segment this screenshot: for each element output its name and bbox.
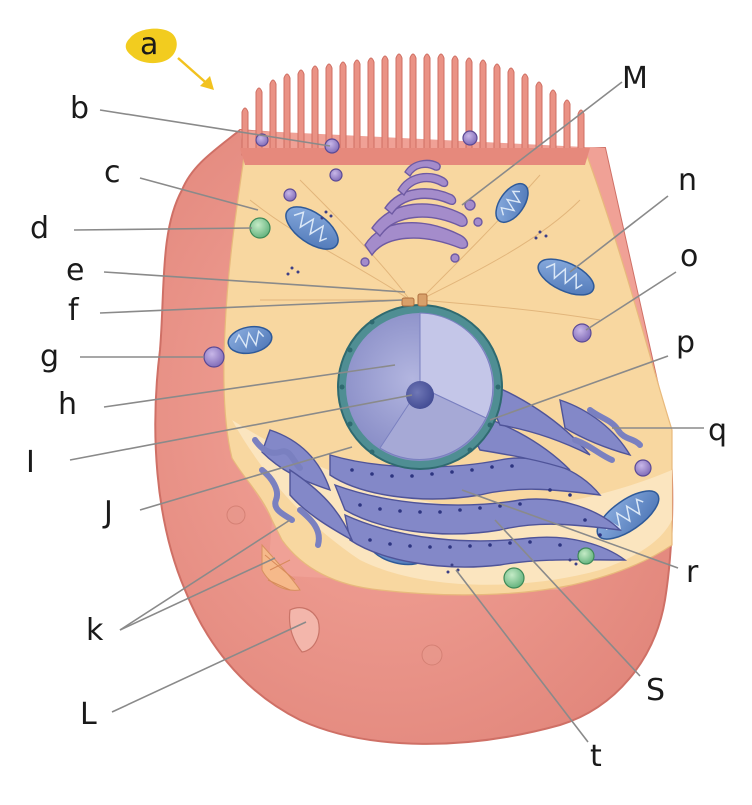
smooth-endoplasmic-reticulum xyxy=(252,407,643,548)
label-i: I xyxy=(26,445,35,480)
mitochondrion xyxy=(495,182,529,224)
label-f: f xyxy=(68,293,80,328)
centrioles xyxy=(401,293,428,307)
leader-line-h xyxy=(103,364,396,408)
nucleus-cut-wedge-lower xyxy=(379,386,487,460)
leader-line-l xyxy=(111,621,307,713)
leader-line-k2 xyxy=(119,557,276,631)
microvillus xyxy=(325,63,333,156)
golgi-apparatus xyxy=(360,159,483,267)
nucleus-cut-wedge xyxy=(419,312,494,419)
microvilli xyxy=(240,53,590,165)
nuclear-pores xyxy=(339,319,501,455)
label-l: L xyxy=(80,697,97,732)
label-h: h xyxy=(58,387,77,422)
microvillus xyxy=(521,73,529,156)
label-a-group: a xyxy=(125,27,177,64)
secretory-vesicle xyxy=(329,168,343,182)
microvillus xyxy=(423,53,431,156)
label-n: n xyxy=(678,163,697,198)
free-ribosomes xyxy=(286,210,578,574)
lysosome xyxy=(203,346,225,368)
leader-line-b xyxy=(99,109,331,147)
label-k: k xyxy=(86,613,104,648)
microvillus xyxy=(241,107,249,156)
microvillus xyxy=(367,57,375,156)
mitochondrion xyxy=(227,325,273,355)
membrane-fold xyxy=(288,607,320,653)
microvillus xyxy=(535,81,543,156)
membrane-bumps xyxy=(226,505,443,666)
leader-line-j xyxy=(139,446,353,511)
leader-line-r xyxy=(461,489,679,569)
peroxisome xyxy=(577,547,595,565)
arrow-a xyxy=(177,57,214,90)
leader-line-d xyxy=(73,227,253,231)
microvillus xyxy=(311,65,319,156)
microvillus xyxy=(269,79,277,156)
leader-line-p xyxy=(489,355,669,421)
label-g: g xyxy=(40,339,59,374)
label-b: b xyxy=(70,91,89,126)
label-q: q xyxy=(708,413,727,448)
label-t: t xyxy=(590,739,602,774)
leader-line-m xyxy=(461,81,623,206)
leader-line-s xyxy=(494,519,641,677)
leader-line-c xyxy=(139,177,259,211)
microvillus xyxy=(283,73,291,156)
microvillus xyxy=(493,63,501,156)
label-r: r xyxy=(686,555,699,590)
leader-lines xyxy=(69,81,704,743)
labels: b c d e f g h I J k L M n o p q r S t xyxy=(26,61,727,774)
mitochondrion xyxy=(537,258,595,296)
label-j: J xyxy=(102,495,113,530)
nucleolus xyxy=(406,381,434,409)
label-d: d xyxy=(30,211,49,246)
microvillus xyxy=(353,59,361,156)
mitochondrion xyxy=(285,206,339,250)
leader-line-i xyxy=(69,394,413,461)
microvillus xyxy=(297,69,305,156)
lysosome xyxy=(634,459,652,477)
peroxisome xyxy=(249,217,271,239)
label-s: S xyxy=(646,673,665,708)
leader-line-o xyxy=(585,271,677,331)
microvillus xyxy=(577,109,585,159)
label-m: M xyxy=(622,61,648,96)
peroxisome xyxy=(503,567,525,589)
microvillus xyxy=(437,53,445,156)
label-p: p xyxy=(676,325,695,360)
microvillus xyxy=(451,55,459,156)
secretory-vesicle xyxy=(462,130,478,146)
leader-line-e xyxy=(103,271,406,293)
label-c: c xyxy=(104,155,121,190)
microvillus xyxy=(339,61,347,156)
microvillus xyxy=(381,55,389,156)
microvillus xyxy=(479,59,487,156)
microvillus xyxy=(549,89,557,156)
microvillus xyxy=(507,67,515,156)
leader-line-n xyxy=(569,195,669,273)
label-o: o xyxy=(680,239,698,274)
leader-line-f xyxy=(99,299,403,314)
label-a: a xyxy=(140,27,158,62)
peroxisomes xyxy=(249,217,595,589)
microvillus xyxy=(409,53,417,156)
microvillus xyxy=(395,53,403,156)
label-a-highlight xyxy=(125,28,177,64)
microvillus xyxy=(563,99,571,156)
leader-line-k xyxy=(119,519,291,631)
vesicles xyxy=(203,130,652,477)
apical-membrane xyxy=(240,148,590,165)
lysosome xyxy=(572,323,592,343)
lysosome xyxy=(283,188,297,202)
label-e: e xyxy=(66,253,84,288)
secretory-vesicle xyxy=(255,133,269,147)
leader-line-t xyxy=(455,569,589,743)
nucleus xyxy=(337,304,503,470)
